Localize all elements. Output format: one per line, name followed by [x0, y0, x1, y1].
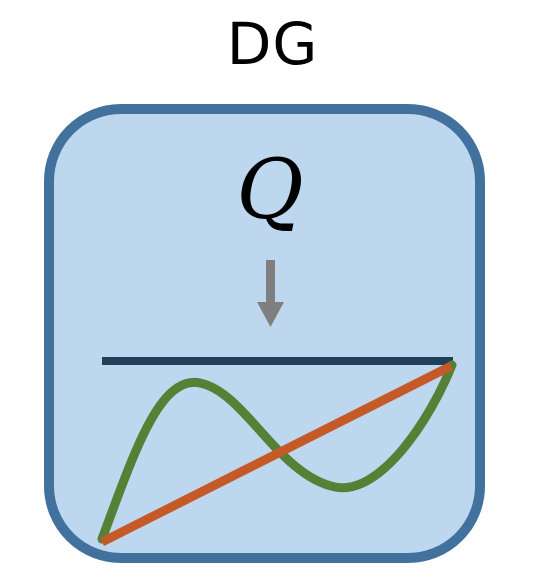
- down-arrow-icon: [257, 260, 284, 327]
- q-symbol: Q: [236, 143, 303, 238]
- container-box: [44, 104, 485, 563]
- green-curve: [97, 360, 457, 544]
- diagram-title: DG: [226, 10, 319, 78]
- orange-line: [99, 361, 454, 547]
